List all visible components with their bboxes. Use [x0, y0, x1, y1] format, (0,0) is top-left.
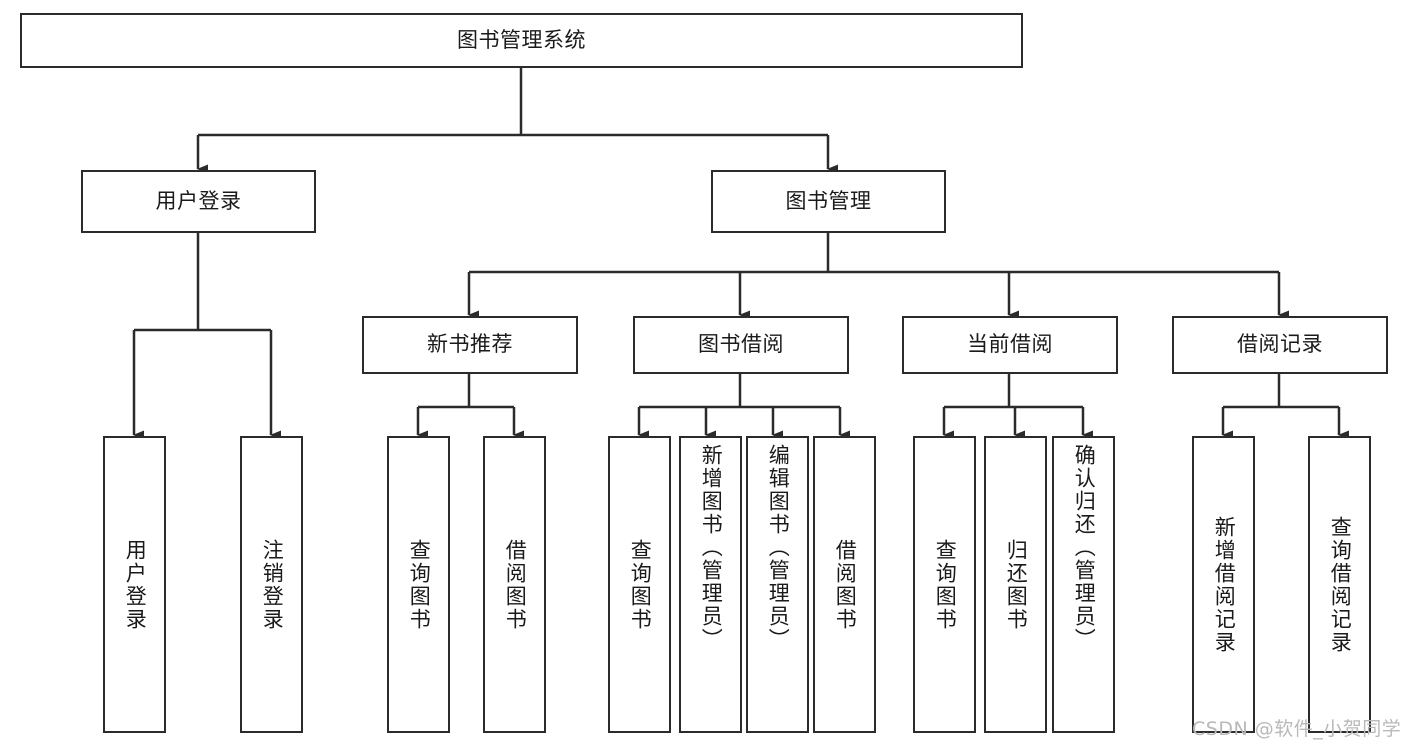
- node-leaf-query3[interactable]: 查询图书: [913, 436, 976, 733]
- node-label: 查询图书: [933, 538, 958, 631]
- edge-group: [132, 68, 1349, 440]
- node-label: 查询借阅记录: [1328, 515, 1353, 654]
- node-login[interactable]: 用户登录: [81, 170, 316, 233]
- node-leaf-login[interactable]: 用户登录: [103, 436, 166, 733]
- node-leaf-logout[interactable]: 注销登录: [240, 436, 303, 733]
- node-label: 新书推荐: [427, 332, 513, 357]
- node-bookmgmt[interactable]: 图书管理: [711, 170, 946, 233]
- node-label: 当前借阅: [967, 332, 1053, 357]
- node-label: 借阅图书: [833, 538, 858, 631]
- node-leaf-addbook[interactable]: 新增图书（管理员）: [679, 436, 742, 733]
- node-root[interactable]: 图书管理系统: [20, 13, 1023, 68]
- node-leaf-borrow1[interactable]: 借阅图书: [483, 436, 546, 733]
- node-leaf-confirm[interactable]: 确认归还（管理员）: [1052, 436, 1115, 733]
- node-leaf-addrec[interactable]: 新增借阅记录: [1192, 436, 1255, 733]
- node-label: 用户登录: [155, 188, 242, 213]
- node-label: 编辑图书（管理员）: [766, 444, 791, 651]
- watermark-text: CSDN @软件_小贺同学: [1192, 718, 1402, 740]
- node-label: 借阅记录: [1237, 332, 1323, 357]
- node-leaf-editbook[interactable]: 编辑图书（管理员）: [746, 436, 809, 733]
- node-current[interactable]: 当前借阅: [902, 316, 1118, 374]
- node-leaf-borrow2[interactable]: 借阅图书: [813, 436, 876, 733]
- node-leaf-query1[interactable]: 查询图书: [387, 436, 450, 733]
- node-label: 新增借阅记录: [1212, 515, 1237, 654]
- node-label: 注销登录: [260, 538, 285, 631]
- node-label: 图书管理: [785, 188, 872, 213]
- node-label: 用户登录: [123, 538, 148, 631]
- node-label: 图书管理系统: [457, 27, 586, 52]
- node-leaf-query2[interactable]: 查询图书: [608, 436, 671, 733]
- node-label: 归还图书: [1004, 538, 1029, 631]
- node-borrow[interactable]: 图书借阅: [633, 316, 849, 374]
- node-records[interactable]: 借阅记录: [1172, 316, 1388, 374]
- node-newbook[interactable]: 新书推荐: [362, 316, 578, 374]
- node-label: 确认归还（管理员）: [1072, 444, 1097, 651]
- node-leaf-return[interactable]: 归还图书: [984, 436, 1047, 733]
- node-label: 新增图书（管理员）: [699, 444, 724, 651]
- node-leaf-queryrec[interactable]: 查询借阅记录: [1308, 436, 1371, 733]
- node-label: 图书借阅: [698, 332, 784, 357]
- node-label: 查询图书: [628, 538, 653, 631]
- node-label: 查询图书: [407, 538, 432, 631]
- node-label: 借阅图书: [503, 538, 528, 631]
